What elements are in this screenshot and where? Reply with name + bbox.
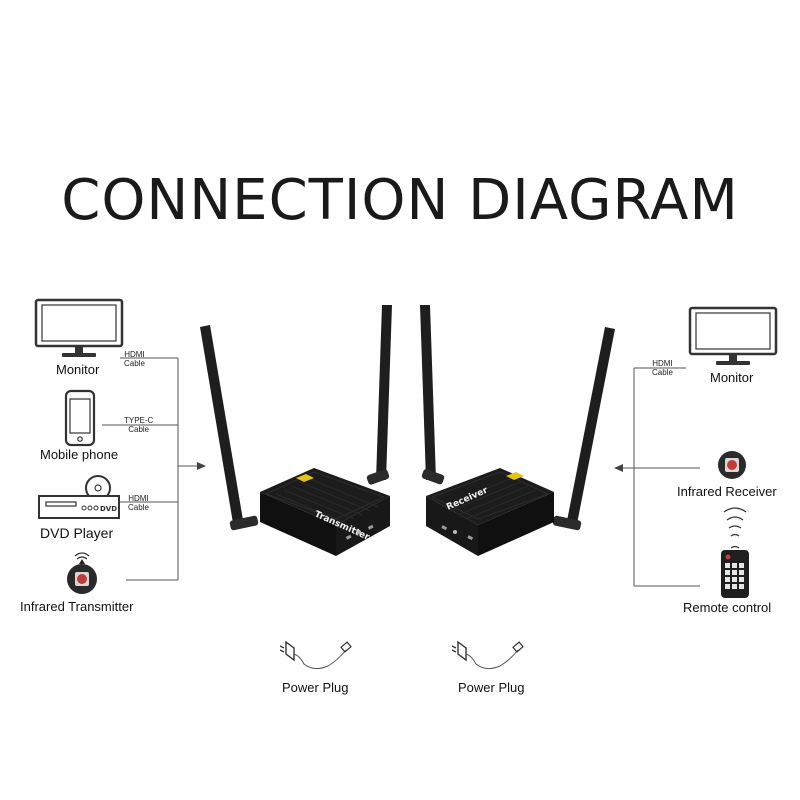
dvd-player-icon: DVD [36,470,122,522]
arrow-to-transmitter [197,462,206,470]
mobile-phone-label: Mobile phone [40,447,119,462]
power-plug-icon-left [280,638,352,674]
infrared-transmitter-label: Infrared Transmitter [20,599,134,614]
dvd-player-label: DVD Player [40,525,114,541]
dvd-badge: DVD [100,505,117,513]
remote-control-label: Remote control [683,600,772,615]
infrared-receiver-label: Infrared Receiver [677,484,777,499]
diagram-title: CONNECTION DIAGRAM [61,168,739,233]
power-plug-icon-right [452,638,524,674]
monitor-icon-left [34,298,124,360]
mobile-phone-icon [64,389,96,447]
transmitter-device: Transmitter [196,300,401,565]
power-plug-label-left: Power Plug [282,680,349,695]
infrared-transmitter-icon [62,548,102,596]
power-plug-label-right: Power Plug [458,680,525,695]
monitor-label-right: Monitor [710,370,754,385]
monitor-label-left: Monitor [56,362,100,377]
arrow-to-receiver [614,464,623,472]
receiver-device: Receiver [412,300,617,565]
infrared-receiver-icon [717,450,747,480]
monitor-icon-right [688,306,778,368]
remote-control-icon [710,500,760,600]
